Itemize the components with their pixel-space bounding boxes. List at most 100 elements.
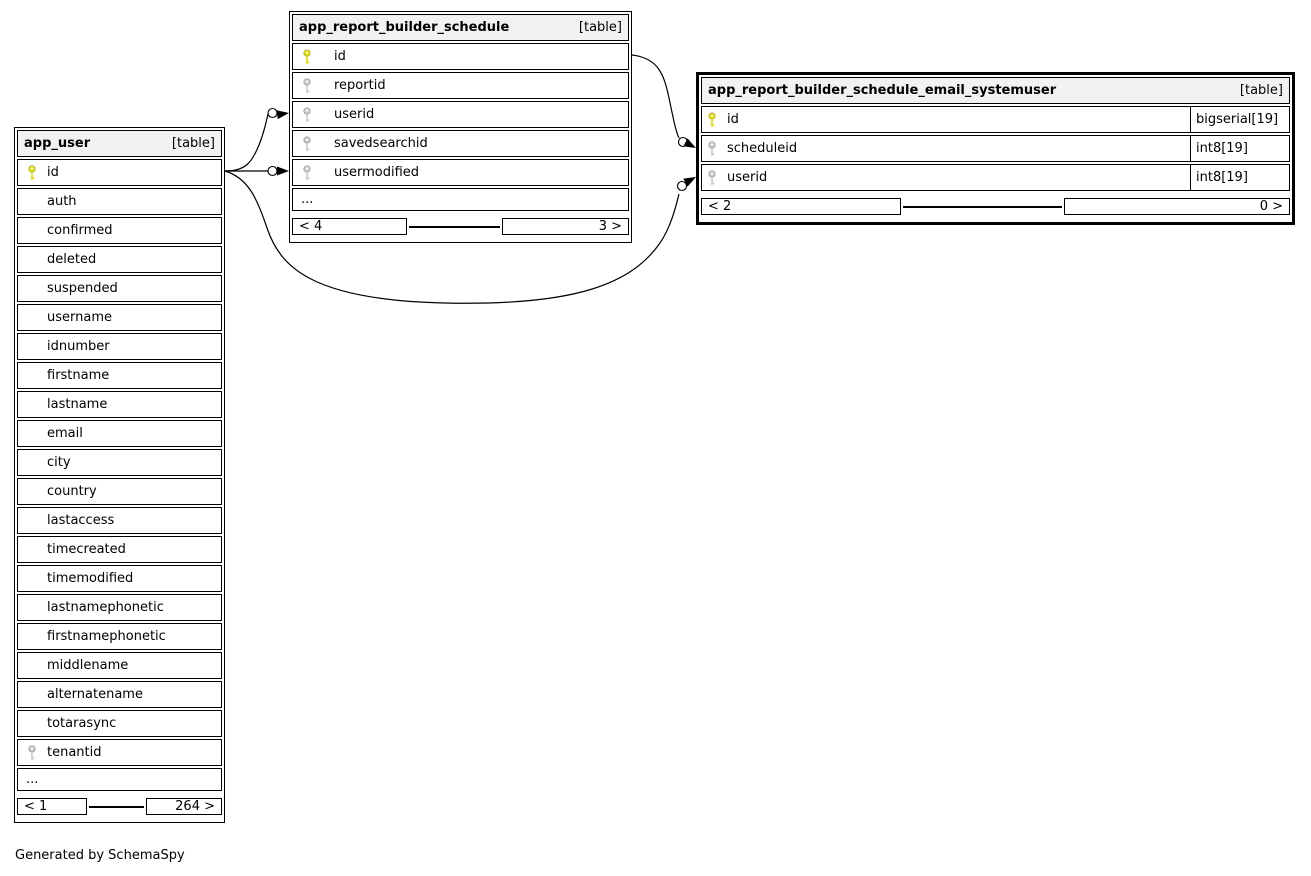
column-name: tenantid [47,745,102,760]
column-row-deleted: deleted [17,246,222,273]
relationship-schedule-id-to-emailsystemuser-scheduleid [631,54,696,148]
pager: < 4 3 > [292,213,629,240]
column-type: int8[19] [1190,136,1289,161]
table-header-app-report-builder-schedule[interactable]: app_report_builder_schedule [table] [292,14,629,41]
column-row-timecreated: timecreated [17,536,222,563]
table-app-user: app_user [table] id auth confirmed delet… [14,127,225,823]
column-row-auth: auth [17,188,222,215]
pager-next: 3 > [501,218,629,235]
column-row-email: email [17,420,222,447]
pager-next: 0 > [1064,198,1290,215]
primary-key-icon [707,111,717,128]
column-row-middlename: middlename [17,652,222,679]
column-name: firstname [47,368,110,383]
pager: < 2 0 > [701,193,1290,220]
column-name: id [727,112,739,127]
column-row-country: country [17,478,222,505]
foreign-key-icon [27,744,37,761]
column-name: id [334,49,346,64]
column-name: scheduleid [727,141,798,156]
table-name[interactable]: app_report_builder_schedule [299,20,510,35]
column-row-lastaccess: lastaccess [17,507,222,534]
table-name[interactable]: app_user [24,136,91,151]
ellipsis-row: ... [292,188,629,211]
foreign-key-icon [302,106,312,123]
foreign-key-icon [302,164,312,181]
column-name: lastaccess [47,513,115,528]
column-row-totarasync: totarasync [17,710,222,737]
column-name: reportid [334,78,386,93]
column-name-cell: scheduleid [702,140,1190,157]
table-header-app-user[interactable]: app_user [table] [17,130,222,157]
relationship-user-id-to-schedule-usermodified [225,165,289,177]
column-name: country [47,484,97,499]
column-name: savedsearchid [334,136,428,151]
column-row-reportid: reportid [292,72,629,99]
column-name: idnumber [47,339,110,354]
column-name: usermodified [334,165,420,180]
primary-key-icon [27,164,37,181]
column-row-firstname: firstname [17,362,222,389]
table-app-report-builder-schedule-email-systemuser: app_report_builder_schedule_email_system… [696,72,1295,225]
pager-prev: < 4 [292,218,407,235]
generated-by-note: Generated by SchemaSpy [15,848,185,863]
column-name: totarasync [47,716,117,731]
column-row-alternatename: alternatename [17,681,222,708]
ellipsis-label: ... [301,192,314,207]
column-row-timemodified: timemodified [17,565,222,592]
ellipsis-label: ... [26,772,39,787]
foreign-key-icon [302,135,312,152]
column-row-id: id [17,159,222,186]
pager-mid [88,805,145,808]
column-type: int8[19] [1190,165,1289,190]
column-row-lastname: lastname [17,391,222,418]
column-name: suspended [47,281,118,296]
foreign-key-icon [302,77,312,94]
column-row-scheduleid: scheduleid int8[19] [701,135,1290,162]
relationship-user-id-to-schedule-userid [224,107,289,172]
column-row-userid: userid [292,101,629,128]
column-row-tenantid: tenantid [17,739,222,766]
column-row-username: username [17,304,222,331]
primary-key-icon [302,48,312,65]
ellipsis-row: ... [17,768,222,791]
column-name: email [47,426,83,441]
pager-mid [408,225,500,228]
table-name[interactable]: app_report_builder_schedule_email_system… [708,83,1057,98]
column-name: firstnamephonetic [47,629,166,644]
pager-mid [903,205,1063,208]
column-name: auth [47,194,77,209]
column-row-id: id [292,43,629,70]
column-row-confirmed: confirmed [17,217,222,244]
column-name: alternatename [47,687,143,702]
column-row-firstnamephonetic: firstnamephonetic [17,623,222,650]
table-tag: [table] [578,20,622,35]
column-row-idnumber: idnumber [17,333,222,360]
column-type: bigserial[19] [1190,107,1289,132]
column-name: username [47,310,112,325]
table-tag: [table] [1239,83,1283,98]
column-name: lastname [47,397,108,412]
column-name-cell: id [702,111,1190,128]
column-name: deleted [47,252,97,267]
column-row-usermodified: usermodified [292,159,629,186]
foreign-key-icon [707,140,717,157]
column-name-cell: userid [702,169,1190,186]
column-row-lastnamephonetic: lastnamephonetic [17,594,222,621]
column-name: id [47,165,59,180]
table-header-app-report-builder-schedule-email-systemuser[interactable]: app_report_builder_schedule_email_system… [701,77,1290,104]
column-row-id: id bigserial[19] [701,106,1290,133]
pager: < 1 264 > [17,793,222,820]
column-name: timecreated [47,542,126,557]
column-row-userid: userid int8[19] [701,164,1290,191]
column-name: userid [727,170,768,185]
pager-prev: < 2 [701,198,902,215]
pager-next: 264 > [146,798,222,815]
column-name: timemodified [47,571,134,586]
table-app-report-builder-schedule: app_report_builder_schedule [table] id r… [289,11,632,243]
column-name: middlename [47,658,129,673]
foreign-key-icon [707,169,717,186]
column-row-city: city [17,449,222,476]
column-name: city [47,455,71,470]
pager-prev: < 1 [17,798,87,815]
